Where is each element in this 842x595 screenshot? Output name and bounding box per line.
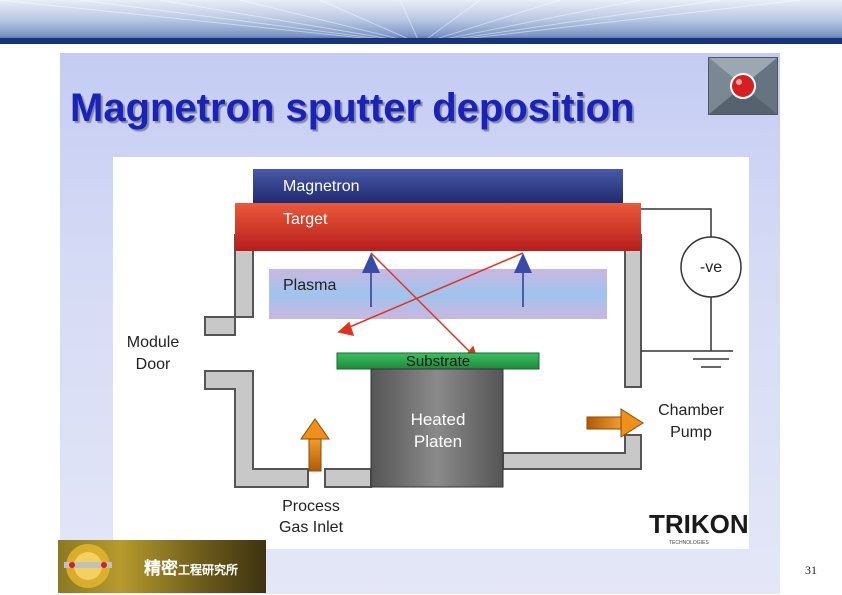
target-block	[235, 203, 641, 251]
header-rays	[0, 0, 842, 44]
plasma-label: Plasma	[283, 277, 336, 294]
sputter-arrow-left	[337, 321, 355, 337]
ion-arrow-left	[362, 253, 380, 273]
gas-inlet-arrow	[300, 418, 330, 472]
power-circuit	[641, 208, 742, 368]
right-upper-wall	[624, 234, 642, 388]
chamber-walls	[204, 234, 642, 488]
target-label: Target	[283, 211, 328, 228]
chamber-pump-label-line1: Chamber	[658, 402, 724, 419]
left-lower-wall	[204, 370, 309, 488]
ion-arrows	[362, 253, 532, 307]
power-supply-label: -ve	[700, 259, 722, 276]
brand-name: TRIKON	[649, 509, 749, 539]
chamber-pump-label-line2: Pump	[670, 424, 712, 441]
slide-title: Magnetron sputter deposition	[70, 86, 635, 130]
substrate-label: Substrate	[406, 353, 470, 370]
trikon-logo: TRIKON TECHNOLOGIES	[649, 509, 749, 546]
process-gas-label-line2: Gas Inlet	[279, 519, 344, 536]
module-door-label-line1: Module	[127, 334, 180, 351]
sputter-paths	[337, 252, 524, 360]
header-band	[0, 0, 842, 44]
diagram-canvas: Magnetron Target Plasma Substrate Heated…	[127, 169, 749, 546]
magnetron-label: Magnetron	[283, 178, 360, 195]
corner-logo-icon	[709, 58, 777, 114]
floor-right	[502, 434, 642, 470]
platen-label-line1: Heated	[411, 410, 466, 429]
platen-label-line2: Platen	[414, 432, 462, 451]
module-door-label-line2: Door	[136, 356, 171, 373]
process-gas-label-line1: Process	[282, 498, 340, 515]
sputter-diagram: Magnetron Target Plasma Substrate Heated…	[113, 157, 749, 549]
brand-sub: TECHNOLOGIES	[669, 540, 709, 546]
corner-logo	[708, 57, 778, 115]
institute-name-sub: 工程研究所	[178, 563, 239, 577]
institute-logo: 精密工程研究所	[58, 540, 266, 593]
institute-name-main: 精密	[144, 559, 178, 579]
floor-left	[324, 468, 372, 488]
page-number: 31	[805, 563, 817, 577]
plasma-region	[269, 269, 607, 319]
institute-emblem-icon	[64, 544, 112, 588]
ion-arrow-right	[514, 253, 532, 273]
pump-arrow	[586, 408, 644, 438]
magnetron-block	[253, 169, 623, 203]
institute-name: 精密工程研究所	[144, 554, 238, 579]
heated-platen	[370, 368, 504, 488]
